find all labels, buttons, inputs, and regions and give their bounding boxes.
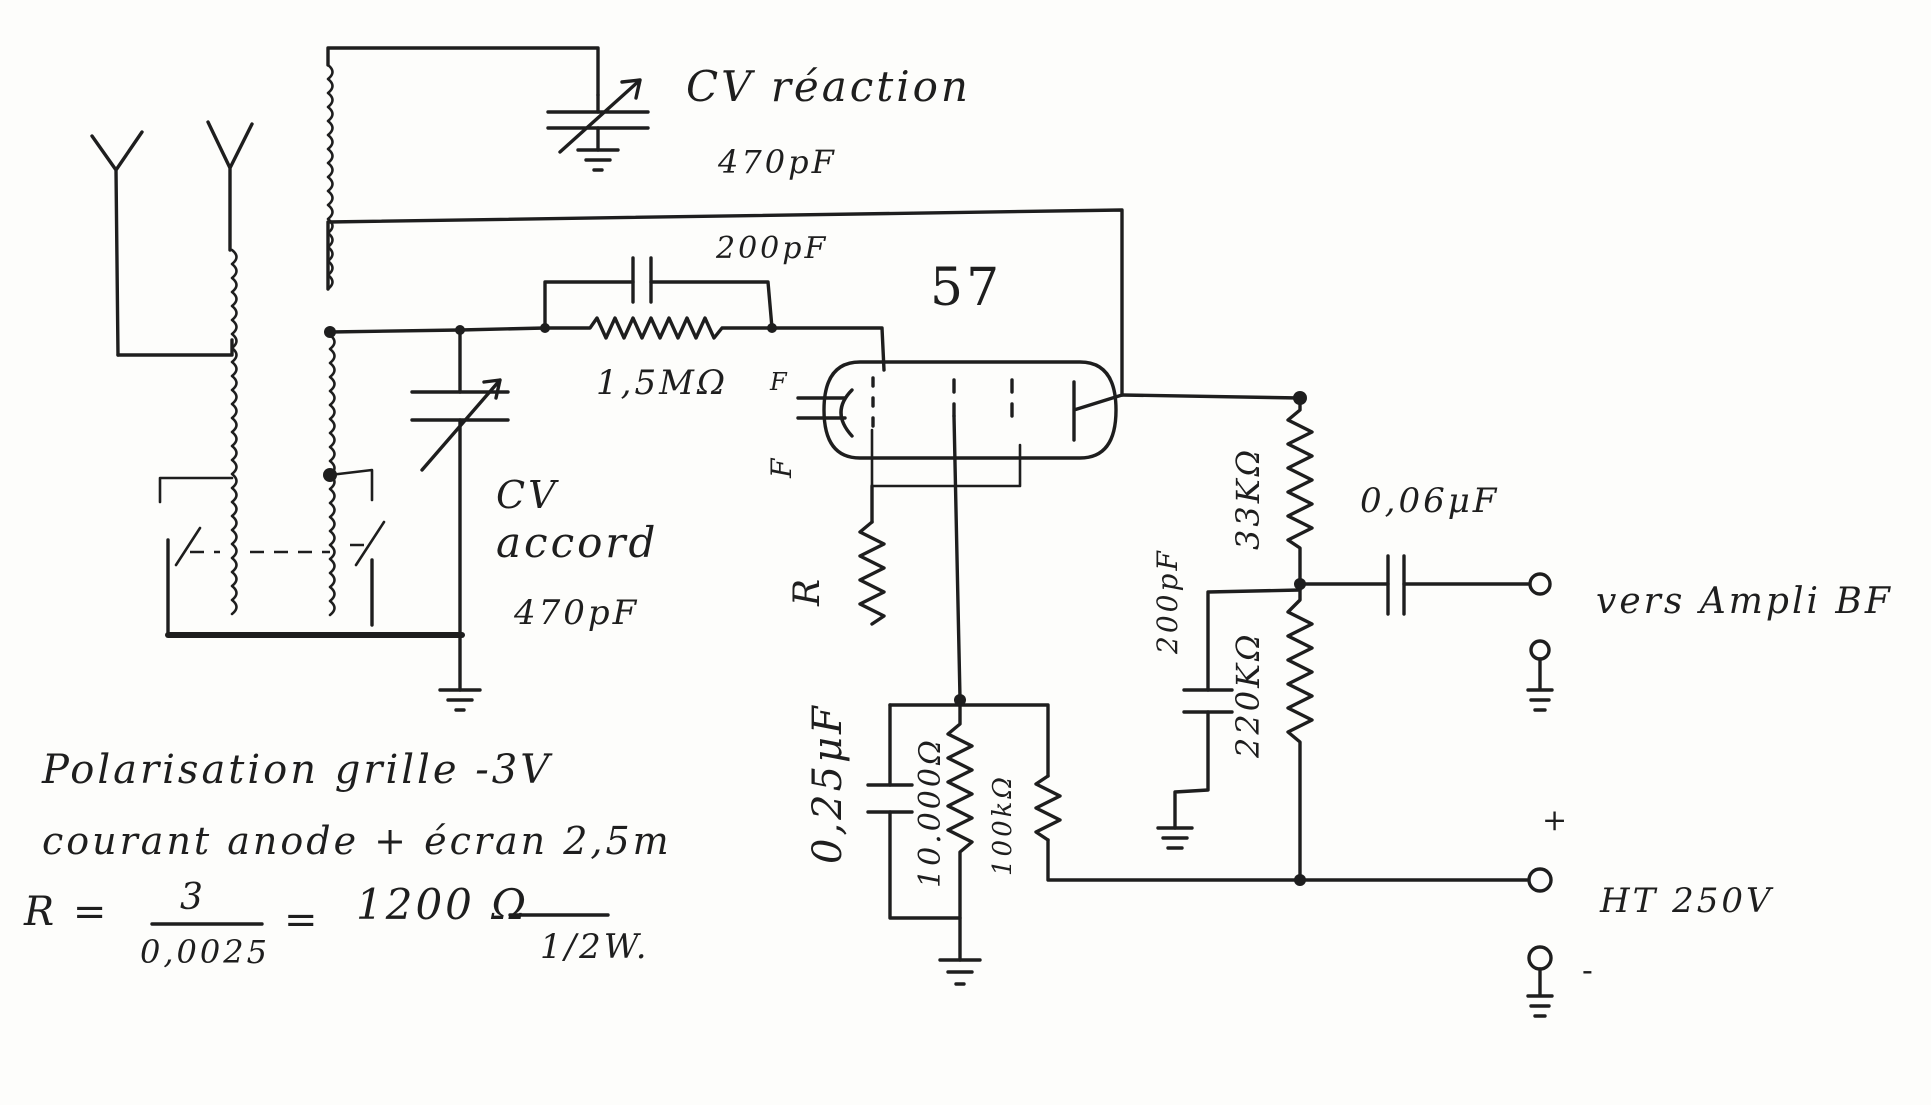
label-filament-1: F	[770, 368, 790, 396]
reaction-wires	[326, 46, 1124, 397]
screen-network-frame	[888, 703, 1297, 920]
cathode-resistor-r	[858, 520, 886, 626]
terminal-ht-plus	[1527, 867, 1553, 893]
label-ht: HT 250V	[1600, 881, 1774, 921]
label-cap-200pf-out: 200pF	[1151, 548, 1184, 654]
formula-result: 1200 Ω	[356, 880, 530, 929]
terminal-output-signal	[1528, 572, 1552, 596]
tube-57	[796, 360, 1124, 488]
ground-screen	[938, 958, 982, 986]
grid-lead	[770, 326, 886, 372]
label-res-33k: 33KΩ	[1229, 446, 1267, 550]
label-cv-accord-2: accord	[496, 518, 659, 567]
wavechange-switch	[158, 468, 386, 567]
node-coil-top	[324, 326, 336, 338]
label-res-10k: 10.000Ω	[913, 737, 948, 888]
screen-lead	[952, 414, 962, 700]
ground-accord	[438, 688, 482, 712]
label-res-220k: 220KΩ	[1229, 631, 1267, 758]
label-minus: -	[1582, 951, 1596, 989]
screen-capacitor	[866, 783, 914, 814]
reaction-coil	[326, 63, 334, 291]
terminal-ht-minus	[1526, 945, 1554, 1018]
formula-equals: =	[284, 897, 321, 943]
antenna-loop-wire	[116, 338, 234, 357]
filter-capacitor	[1156, 588, 1302, 850]
terminal-output-ground	[1526, 639, 1554, 712]
label-cv-reaction: CV réaction	[686, 62, 971, 111]
label-grid-leak: 1,5MΩ	[596, 363, 729, 403]
antenna-coil	[230, 248, 238, 616]
resistor-220k	[1286, 582, 1314, 882]
label-filament-2: F	[765, 455, 798, 478]
resistor-100k	[1034, 774, 1062, 842]
cv-accord-capacitor	[410, 378, 510, 472]
cv-reaction-capacitor	[546, 78, 650, 172]
label-res-100k: 100kΩ	[988, 774, 1018, 876]
antenna-2	[206, 120, 254, 252]
label-cv-accord-value: 470pF	[514, 593, 640, 633]
antenna-1	[90, 130, 144, 357]
label-grid-cap: 200pF	[716, 231, 829, 266]
label-tube: 57	[930, 258, 1003, 318]
coupling-capacitor	[1298, 554, 1530, 616]
grid-capacitor	[543, 256, 774, 330]
note-courant: courant anode + écran 2,5m	[42, 819, 672, 863]
node-grid-line	[455, 325, 465, 335]
node-grid-leak-left	[540, 323, 550, 333]
formula-denominator: 0,0025	[140, 933, 270, 971]
ground-bus	[165, 538, 465, 638]
label-output: vers Ampli BF	[1596, 581, 1893, 622]
label-cv-reaction-value: 470pF	[718, 143, 837, 181]
label-plus: +	[1542, 803, 1571, 838]
formula-r: R =	[24, 889, 110, 935]
label-coupling-cap: 0,06μF	[1360, 481, 1500, 521]
formula-power: 1/2W.	[540, 927, 650, 967]
resistor-33k	[1286, 396, 1314, 586]
label-cathode-r: R	[787, 575, 828, 606]
label-cap-cathode: 0,25μF	[805, 703, 851, 864]
anode-wire	[1120, 393, 1302, 400]
label-cv-accord-1: CV	[496, 473, 559, 517]
note-polarisation: Polarisation grille -3V	[42, 747, 553, 793]
resistor-10k	[946, 698, 974, 962]
formula-numerator: 3	[180, 877, 206, 918]
grid-leak-resistor	[543, 316, 774, 340]
